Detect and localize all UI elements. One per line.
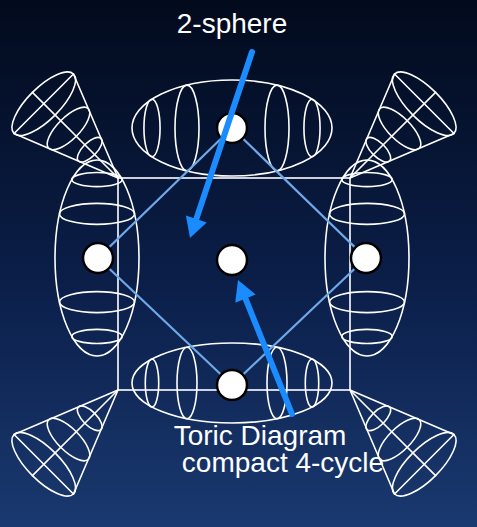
cone-edge [44,390,148,494]
callout-arrow [235,280,292,414]
callout-label: compact 4-cycle [182,449,384,477]
sphere-wireframe [325,160,409,356]
cone-wireframe [3,360,148,505]
sphere-wireframe [55,160,139,356]
callout-arrow [186,52,252,238]
sphere-outline [325,160,409,356]
cone-axis [32,92,118,178]
sphere-ring [329,203,404,224]
cone-edge [320,74,424,178]
sphere-wireframe [132,80,332,176]
sphere-ring [59,203,134,224]
vertex-dot [217,245,247,275]
cone-cross [395,435,454,494]
sphere-ring [305,359,318,407]
vertex-dot [83,243,113,273]
sphere-ring [59,292,134,313]
arrow-head [235,280,255,303]
sphere-ring [145,359,158,407]
arrow-shaft [196,52,252,221]
sphere-outline [132,80,332,176]
sphere-ring [329,292,404,313]
toric-diagram-edge [232,128,366,258]
cone-wireframe [320,63,465,208]
sphere-wireframe [132,343,332,423]
toric-illustration [3,52,466,505]
cone-cross [14,74,73,133]
arrow-head [186,216,207,238]
cone-cross [14,435,73,494]
vertex-dot [217,370,247,400]
cone-axis [32,390,118,476]
cone-cross [395,74,454,133]
cone-edge [350,104,454,208]
sphere-ring [304,99,320,157]
vertex-dot [351,243,381,273]
sphere-ring [72,173,122,187]
arrow-shaft [245,297,292,414]
sphere-ring [175,85,199,171]
cone-axis [350,92,436,178]
toric-diagram-edge [98,258,232,385]
sphere-ring [177,347,197,418]
sphere-ring [72,329,122,343]
sphere-outline [132,343,332,423]
sphere-outline [55,160,139,356]
callout-label: Toric Diagram [174,422,347,450]
toric-diagram-edge [98,128,232,258]
cone-edge [14,360,118,464]
sphere-ring [144,99,160,157]
callout-label: 2-sphere [177,10,288,38]
sphere-ring [265,85,289,171]
